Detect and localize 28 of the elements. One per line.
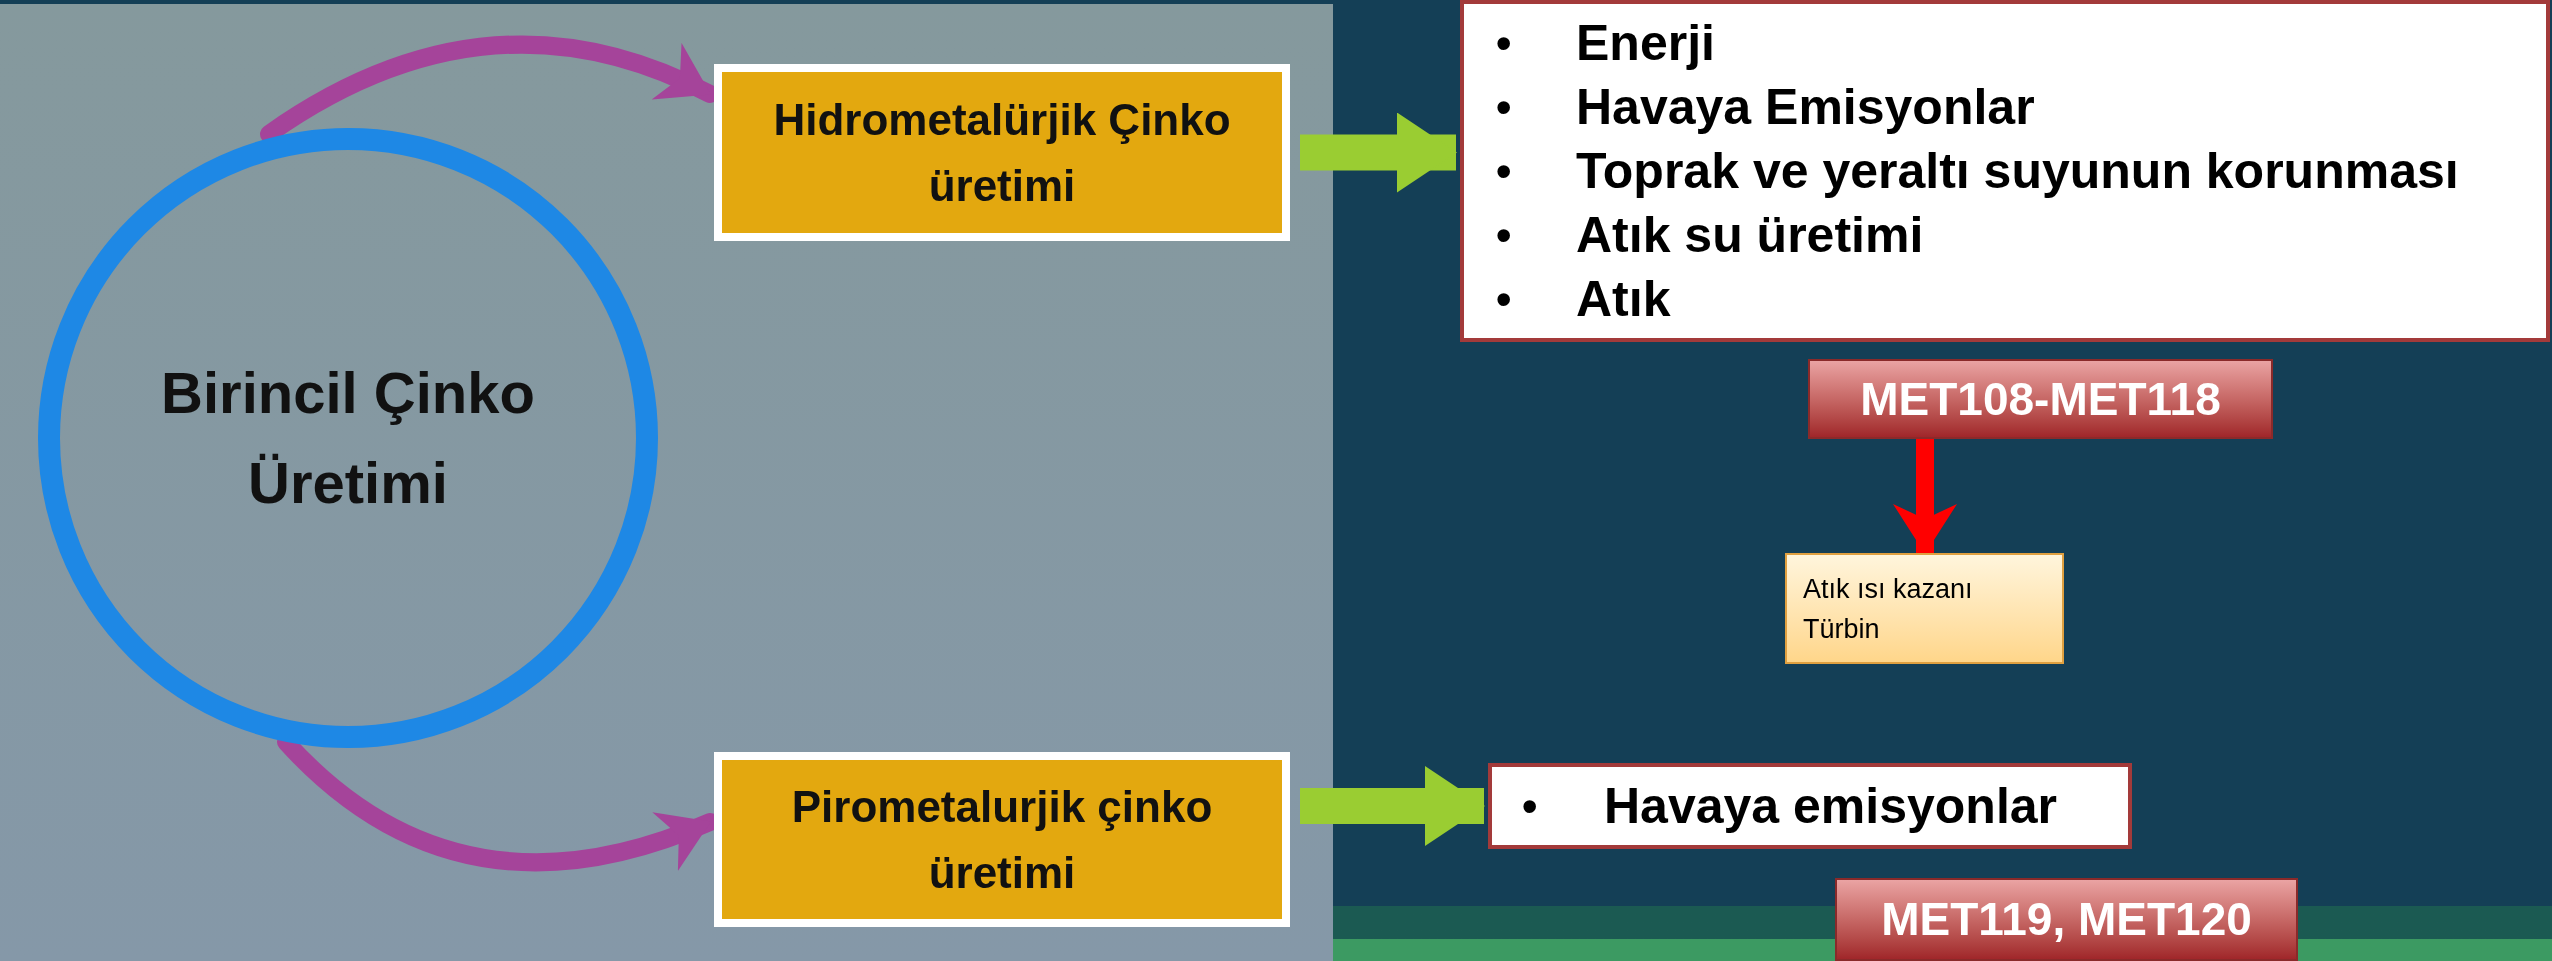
bullet-list-box — [1460, 0, 2550, 342]
bullet-item: Enerji — [1576, 14, 1716, 73]
bullet-item: Havaya Emisyonlar — [1576, 78, 2036, 137]
code-label-box — [1835, 878, 2298, 961]
bullet-item: Toprak ve yeraltı suyunun korunması — [1576, 142, 2459, 201]
bullet-mark: • — [1496, 145, 1512, 197]
bullet-item: Havaya emisyonlar — [1604, 777, 2058, 836]
arrow — [1300, 766, 1485, 846]
note-text: Türbin — [1803, 612, 1881, 646]
note-text: Atık ısı kazanı — [1803, 572, 1974, 606]
code-label: MET108-MET118 — [1860, 371, 2221, 427]
code-label-box — [1808, 359, 2273, 439]
bullet-mark: • — [1496, 17, 1512, 69]
code-label: MET119, MET120 — [1881, 892, 2252, 947]
bullet-item: Atık su üretimi — [1576, 206, 1925, 265]
box-label: Pirometalurjik çinko üretimi — [790, 780, 1214, 899]
bullet-mark: • — [1496, 273, 1512, 325]
note-box — [1785, 553, 2064, 664]
process-box — [714, 64, 1290, 241]
circle-label: Birincil Çinko Üretimi — [160, 359, 536, 517]
box-label: Hidrometalürjik Çinko üretimi — [772, 93, 1232, 212]
bullet-item: Atık — [1576, 270, 1672, 329]
bullet-list-box — [1488, 763, 2132, 849]
bullet-mark: • — [1522, 780, 1538, 832]
arrow — [1300, 112, 1457, 193]
bullet-mark: • — [1496, 209, 1512, 261]
bullet-mark: • — [1496, 81, 1512, 133]
process-box — [714, 752, 1290, 927]
